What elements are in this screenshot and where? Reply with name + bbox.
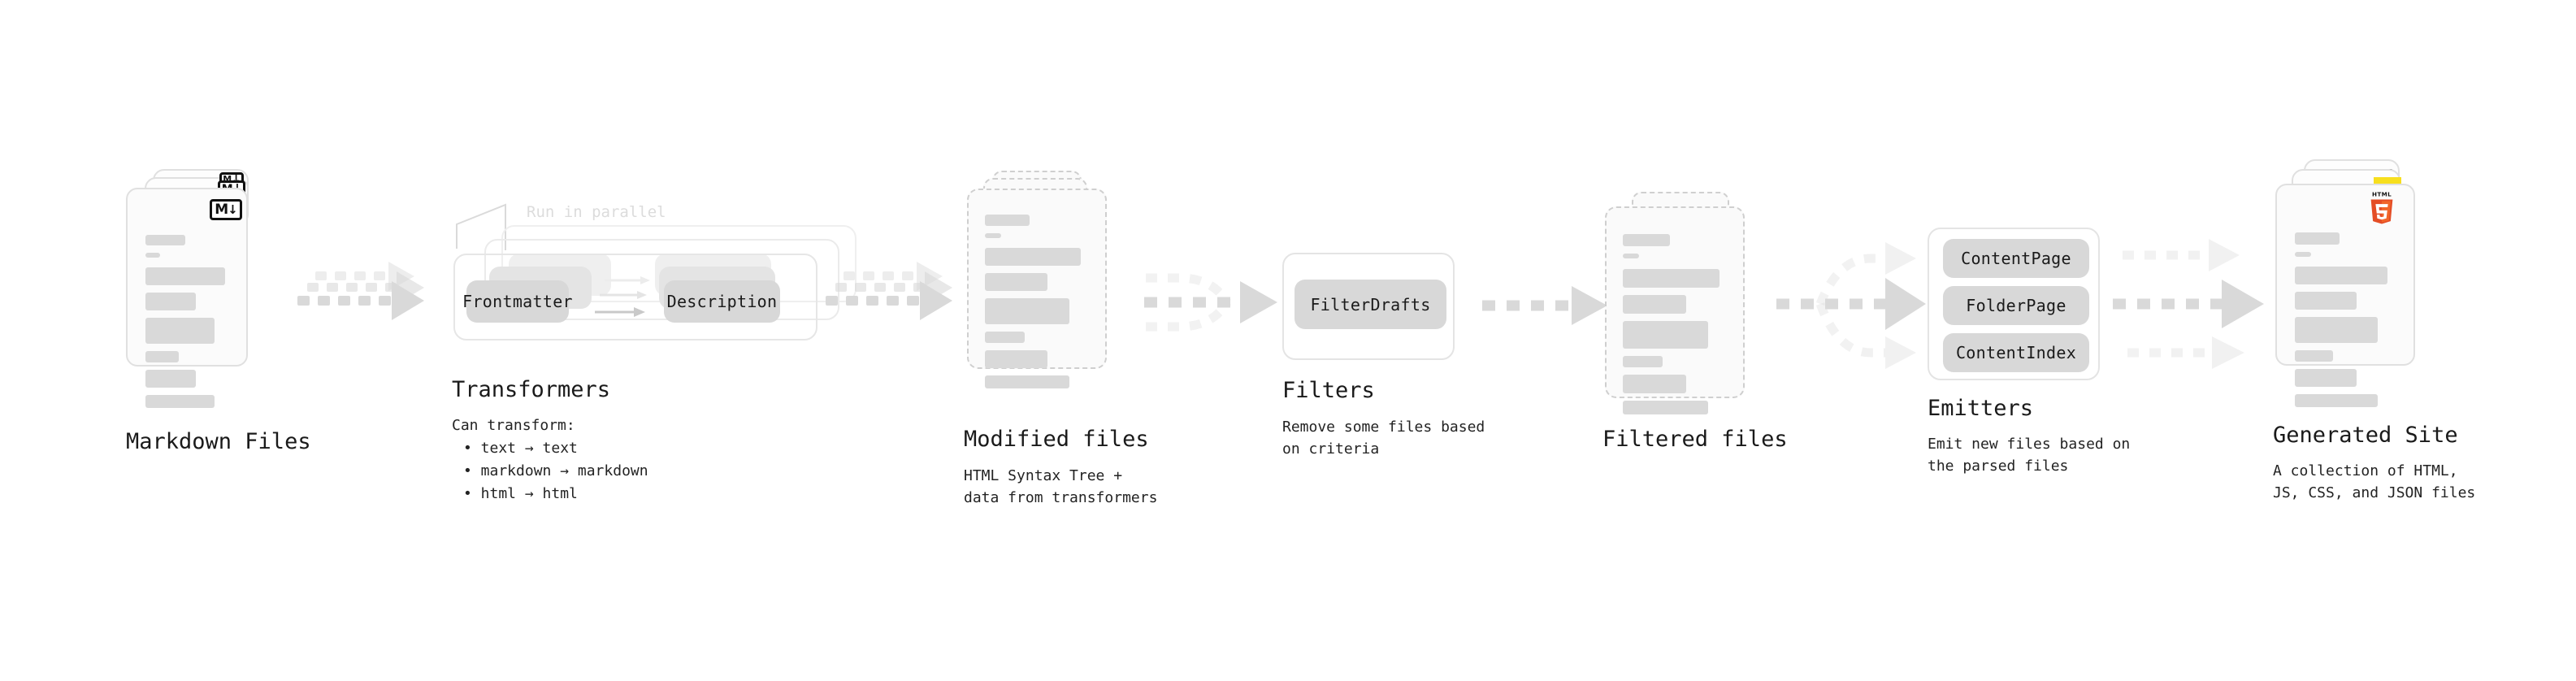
file-card-front xyxy=(967,189,1107,388)
markdown-icon: M↓ xyxy=(210,199,242,220)
connector-emitters-to-site xyxy=(2113,239,2264,369)
transformers-bullet-1: • markdown → markdown xyxy=(463,462,648,479)
skeleton-line xyxy=(985,215,1030,226)
connector-filters-to-filtered xyxy=(1482,286,1607,325)
skeleton-line xyxy=(985,273,1047,291)
skeleton-line xyxy=(2295,267,2388,284)
connector-transformers-to-modified xyxy=(826,262,952,320)
skeleton-line xyxy=(1623,356,1663,367)
stage-title-generated-site: Generated Site xyxy=(2273,423,2458,448)
skeleton-line xyxy=(145,267,225,285)
emitters-card: ContentPage FolderPage ContentIndex xyxy=(1928,228,2100,380)
transformers-bullet-0: • text → text xyxy=(463,440,578,457)
stage-title-filters: Filters xyxy=(1282,378,1375,403)
skeleton-line xyxy=(2295,350,2334,362)
skeleton-line xyxy=(2295,369,2357,387)
stage-description-modified-files: HTML Syntax Tree + data from transformer… xyxy=(964,467,1158,507)
file-card-front: HTML xyxy=(2275,184,2415,407)
skeleton-line xyxy=(2295,292,2357,310)
connector-md-to-transformers xyxy=(297,262,424,320)
transformer-frame-front xyxy=(453,254,817,340)
skeleton-line xyxy=(985,332,1025,343)
skeleton-line xyxy=(145,293,197,310)
skeleton-line xyxy=(2295,317,2378,343)
stage-description-transformers: Can transform: xyxy=(452,417,575,434)
chip-filterdrafts[interactable]: FilterDrafts xyxy=(1295,280,1446,329)
file-card-front xyxy=(1605,206,1745,414)
skeleton-line xyxy=(2295,232,2340,245)
skeleton-line xyxy=(1623,254,1640,258)
transformers-bullet-2: • html → html xyxy=(463,485,578,502)
connector-modified-to-filters xyxy=(1144,273,1277,332)
skeleton-line xyxy=(985,298,1069,324)
skeleton-line xyxy=(985,248,1081,266)
skeleton-line xyxy=(1623,269,1720,288)
skeleton-line xyxy=(1623,295,1687,314)
skeleton-line xyxy=(1623,401,1708,414)
filters-card: FilterDrafts xyxy=(1282,253,1455,360)
skeleton-line xyxy=(145,253,161,258)
stage-description-generated-site: A collection of HTML, JS, CSS, and JSON … xyxy=(2273,462,2476,502)
file-skeleton-lines xyxy=(145,235,228,415)
run-in-parallel-label: Run in parallel xyxy=(527,203,666,221)
file-skeleton-lines xyxy=(2295,232,2396,414)
transformer-frame-back-1 xyxy=(484,239,839,320)
stage-title-transformers: Transformers xyxy=(452,377,611,402)
skeleton-line xyxy=(985,375,1069,388)
chip-folderpage[interactable]: FolderPage xyxy=(1943,286,2089,325)
stage-title-filtered-files: Filtered files xyxy=(1602,427,1788,452)
skeleton-line xyxy=(1623,321,1708,349)
skeleton-line xyxy=(145,351,179,362)
skeleton-line xyxy=(1623,375,1687,393)
chip-contentpage[interactable]: ContentPage xyxy=(1943,239,2089,278)
stage-title-emitters: Emitters xyxy=(1928,396,2034,421)
connector-filtered-to-emitters xyxy=(1776,242,1926,369)
skeleton-line xyxy=(2295,252,2311,257)
skeleton-line xyxy=(145,235,185,245)
skeleton-line xyxy=(1623,234,1670,246)
skeleton-line xyxy=(985,350,1047,368)
skeleton-line xyxy=(145,318,215,344)
html5-icon: HTML xyxy=(2370,191,2393,224)
chip-frontmatter[interactable]: Frontmatter xyxy=(462,280,573,323)
chip-contentindex[interactable]: ContentIndex xyxy=(1943,333,2089,372)
skeleton-line xyxy=(145,370,197,388)
file-card-front: M↓ xyxy=(126,188,248,408)
skeleton-line xyxy=(145,395,215,408)
file-skeleton-lines xyxy=(985,215,1089,396)
skeleton-line xyxy=(985,233,1002,238)
stage-title-modified-files: Modified files xyxy=(964,427,1149,452)
skeleton-line xyxy=(2295,394,2378,407)
stage-description-filters: Remove some files based on criteria xyxy=(1282,419,1485,458)
svg-text:HTML: HTML xyxy=(2372,191,2392,198)
transformer-inner-arrows xyxy=(595,276,650,317)
file-skeleton-lines xyxy=(1623,234,1727,422)
stage-title-markdown-files: Markdown Files xyxy=(126,429,311,454)
chip-description[interactable]: Description xyxy=(664,280,780,323)
stage-description-emitters: Emit new files based on the parsed files xyxy=(1928,436,2131,475)
